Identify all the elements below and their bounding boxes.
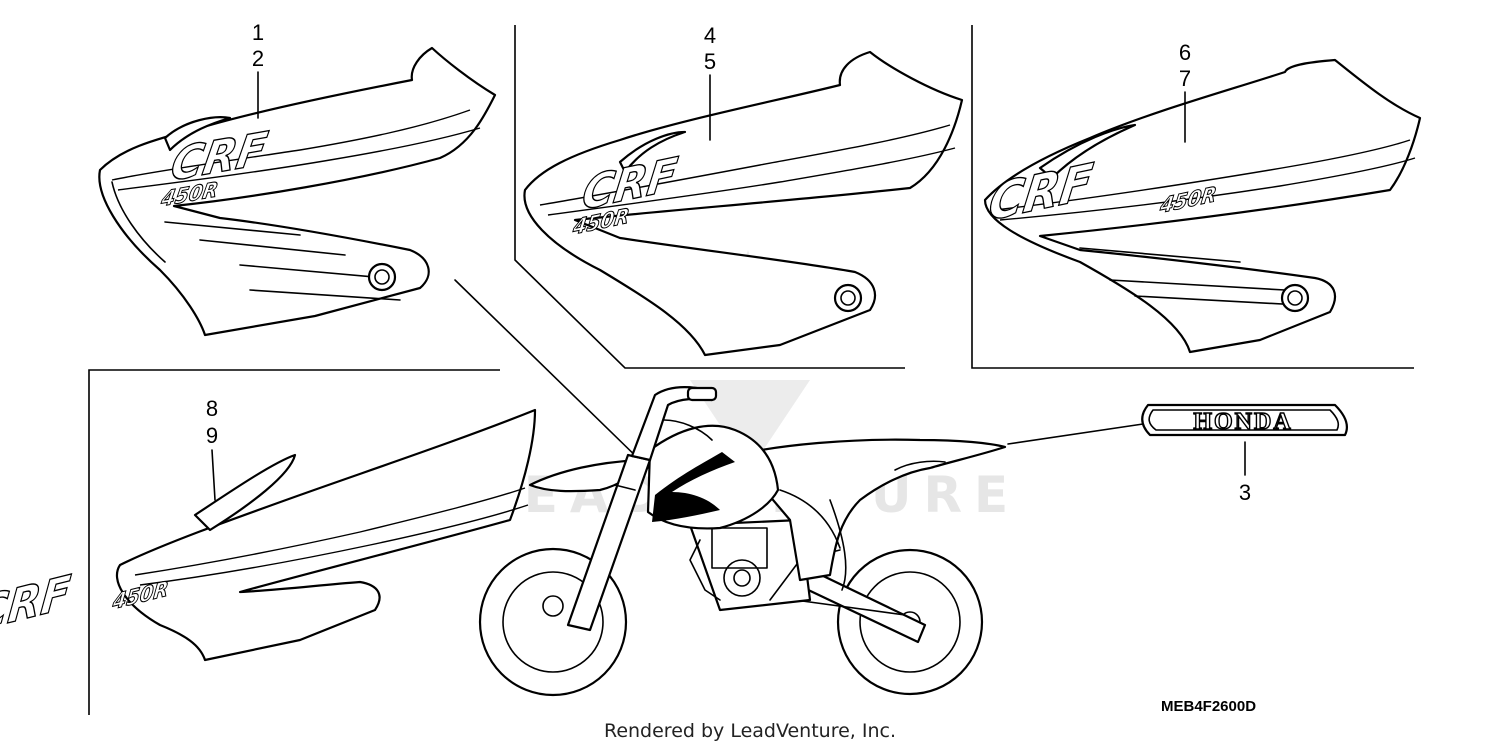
credit-text: Rendered by LeadVenture, Inc. [604, 720, 896, 742]
shroud-decal-4: CRF 450R [0, 408, 537, 662]
shroud-decal-2: CRF 450R [523, 50, 964, 357]
label-1-2: 1 2 [252, 20, 264, 119]
part-number-9: 9 [206, 423, 218, 448]
part-number-1: 1 [252, 20, 264, 45]
frame-set-3 [971, 25, 1414, 369]
frame-set-2 [514, 25, 905, 369]
part-number-2: 2 [252, 46, 264, 71]
part-number-8: 8 [206, 396, 218, 421]
label-6-7: 6 7 [1179, 40, 1191, 143]
shroud-decal-3: CRF 450R [983, 58, 1422, 354]
leader-line [454, 279, 649, 469]
part-number-7: 7 [1179, 66, 1191, 91]
label-8-9: 8 9 [206, 396, 218, 501]
label-4-5: 4 5 [704, 23, 716, 141]
leader-line [211, 449, 216, 501]
part-number-4: 4 [704, 23, 716, 48]
leader-line [1007, 423, 1144, 445]
part-number-6: 6 [1179, 40, 1191, 65]
panel-frames [88, 25, 1414, 715]
shroud-decal-1: CRF 450R [98, 46, 497, 337]
diagram-code: MEB4F2600D [1161, 698, 1256, 715]
motorcycle-illustration [478, 386, 1007, 697]
frame-set-4 [88, 369, 500, 715]
brand-text: HONDA [1193, 409, 1292, 435]
part-number-5: 5 [704, 49, 716, 74]
model-logo: CRF [0, 565, 73, 643]
honda-emblem: HONDA 3 [1007, 403, 1349, 505]
part-number-3: 3 [1239, 480, 1251, 505]
